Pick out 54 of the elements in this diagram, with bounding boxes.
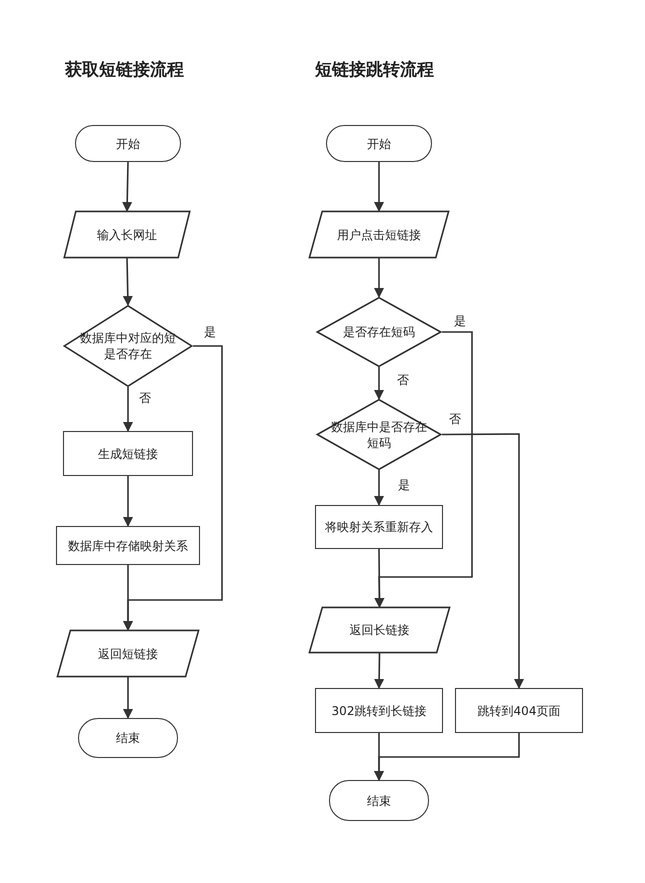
decision-diamond: [63, 305, 193, 387]
node-text: 数据库中是否存在短码: [330, 418, 428, 450]
node-text: 返回长链接: [350, 622, 410, 638]
arrow: [374, 162, 384, 212]
node-text: 是否存在短码: [343, 324, 415, 340]
terminal-box: [326, 125, 432, 162]
arrow: [123, 677, 133, 719]
arrow: [123, 345, 223, 631]
arrow: [374, 549, 384, 608]
edge-label: 是: [396, 477, 412, 493]
process-box: [315, 688, 443, 733]
edge-label: 是: [202, 324, 218, 340]
node-text: 结束: [116, 730, 140, 746]
terminal-box: [329, 780, 429, 821]
node-text: 将映射关系重新存入: [325, 519, 433, 535]
terminal-box: [78, 718, 178, 758]
node-text: 302跳转到长链接: [332, 702, 426, 718]
arrow: [442, 433, 524, 689]
edge-label: 是: [452, 313, 468, 329]
node-text: 生成短链接: [98, 446, 158, 462]
edge-label: 否: [395, 372, 411, 388]
arrow: [374, 367, 384, 400]
node-text: 结束: [367, 792, 391, 808]
node-text: 数据库中对应的短是否存在: [79, 330, 177, 362]
io-parallelogram: [56, 630, 200, 677]
io-parallelogram: [63, 211, 191, 258]
node-text: 跳转到404页面: [478, 702, 560, 718]
process-box: [56, 526, 200, 565]
process-box: [455, 688, 583, 733]
process-box: [315, 505, 443, 549]
node-text: 开始: [367, 136, 391, 152]
arrow: [374, 652, 384, 689]
edge-label: 否: [447, 411, 463, 427]
flow-title: 短链接跳转流程: [315, 59, 434, 82]
arrow: [374, 733, 520, 781]
process-box: [63, 431, 193, 476]
arrow: [122, 258, 133, 306]
terminal-box: [75, 125, 181, 162]
node-text: 输入长网址: [97, 226, 157, 242]
arrow: [374, 470, 384, 506]
arrow: [374, 258, 384, 298]
arrow: [122, 162, 132, 212]
node-text: 用户点击短链接: [337, 226, 421, 242]
arrow: [123, 476, 133, 527]
io-parallelogram: [308, 607, 451, 653]
flow-title: 获取短链接流程: [65, 59, 184, 82]
arrow: [123, 387, 133, 432]
decision-diamond: [316, 399, 442, 470]
node-text: 开始: [116, 136, 140, 152]
edge-label: 否: [137, 390, 153, 406]
io-parallelogram: [308, 211, 450, 258]
decision-diamond: [316, 297, 442, 367]
node-text: 返回短链接: [98, 646, 158, 662]
node-text: 数据库中存储映射关系: [68, 538, 188, 554]
